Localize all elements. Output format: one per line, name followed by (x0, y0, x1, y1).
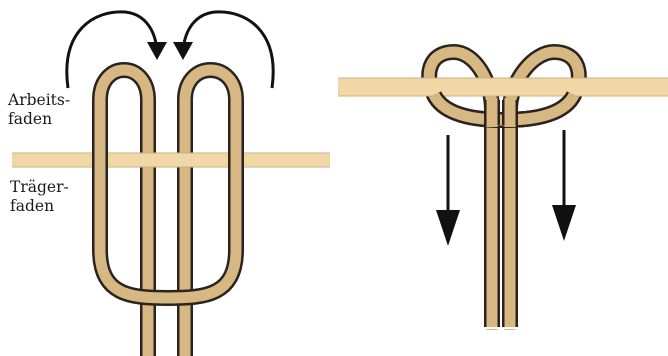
holding-cord (12, 152, 330, 168)
holding-cord-label-line1: Träger- (10, 178, 69, 196)
working-cord-loop (92, 62, 244, 306)
holding-cord-label-line2: faden (10, 197, 55, 215)
down-arrow-left (436, 135, 460, 246)
step-2-diagram (334, 0, 668, 356)
holding-cord-label: Träger- faden (10, 178, 69, 216)
cord-strands-hanging (484, 110, 518, 330)
lark-head-knot-front (426, 90, 582, 129)
curved-arrow-left (65, 10, 167, 89)
working-cord-outer-front (92, 138, 244, 182)
working-cord-label-line1: Arbeits- (8, 91, 71, 109)
working-cord-inner-strands (140, 100, 193, 290)
step-1-illustration (12, 10, 330, 356)
working-cord-label: Arbeits- faden (8, 91, 71, 129)
curved-arrow-right (173, 10, 275, 89)
step-1-diagram: Arbeits- faden Träger- faden (8, 10, 330, 356)
step-2-illustration (338, 44, 668, 330)
holding-cord-right (338, 77, 668, 97)
down-arrow-right (552, 130, 576, 241)
working-cord-label-line2: faden (8, 110, 53, 128)
